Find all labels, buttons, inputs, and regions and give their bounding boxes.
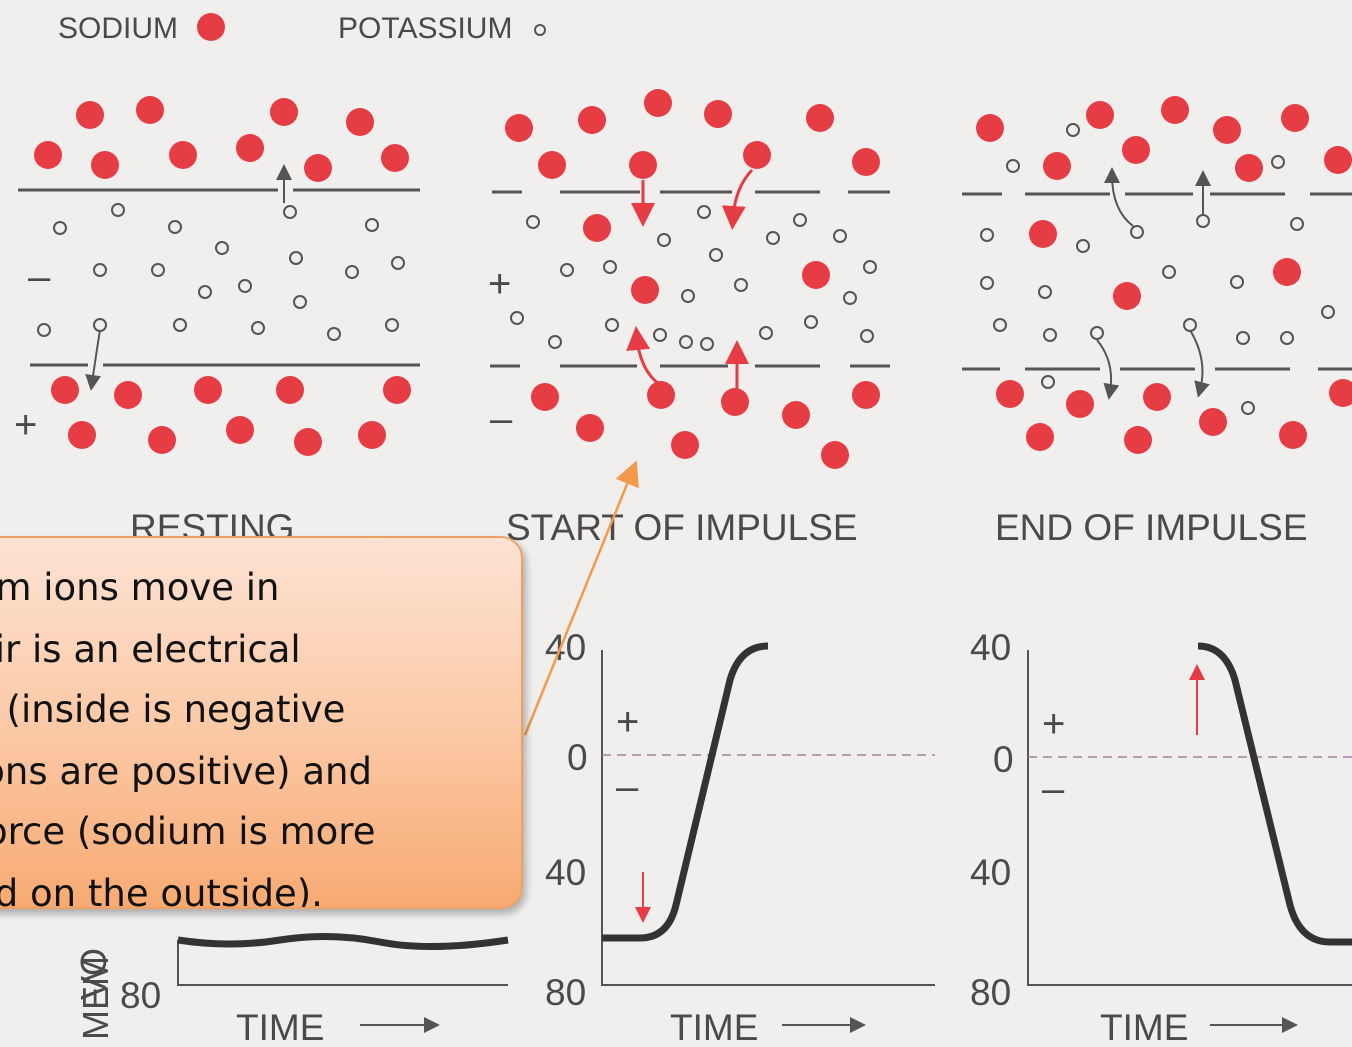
sign-outside: – xyxy=(490,397,513,441)
sodium-ions xyxy=(976,96,1352,454)
callout-pointer-arrow xyxy=(523,460,639,736)
panel-title-start: START OF IMPULSE xyxy=(506,507,858,548)
sodium-entry-arrow xyxy=(626,326,661,387)
callout-line: ions are positive) and xyxy=(0,750,372,793)
axis-label-time: TIME xyxy=(670,1007,758,1047)
sign-minus: – xyxy=(1042,767,1065,811)
sign-inside: – xyxy=(28,255,51,299)
legend-sodium-label: SODIUM xyxy=(58,12,178,45)
potential-curve xyxy=(602,642,769,942)
panel-end-of-impulse: END OF IMPULSE xyxy=(962,96,1352,548)
callout-line: um ions move in xyxy=(0,566,280,609)
sign-minus: – xyxy=(616,765,639,809)
potassium-exit-arrow xyxy=(1104,167,1134,227)
potassium-ions xyxy=(980,123,1335,415)
graph-axes xyxy=(177,940,508,986)
potential-curve xyxy=(1197,642,1352,946)
panel-title-end: END OF IMPULSE xyxy=(995,507,1308,548)
potassium-ions xyxy=(37,203,405,341)
axis-label-time: TIME xyxy=(1100,1007,1188,1047)
axis-label-voltage-fragment: VO xyxy=(73,948,114,1000)
callout-line: force (sodium is more xyxy=(0,810,376,853)
panel-resting: – + RESTING xyxy=(14,96,420,548)
panel-start-of-impulse: + – START OF IMPULSE xyxy=(488,89,890,548)
potential-curve xyxy=(177,932,509,951)
tick-label: 40 xyxy=(970,852,1011,893)
legend-potassium-icon xyxy=(534,24,546,36)
callout-box: um ions move in eir is an electrical e (… xyxy=(0,536,523,909)
tick-label: 0 xyxy=(993,739,1014,780)
sodium-ions xyxy=(34,96,411,456)
sign-plus: + xyxy=(616,700,639,744)
callout-line: eir is an electrical xyxy=(0,628,301,671)
callout-line: ed on the outside). xyxy=(0,872,323,909)
graph-axes xyxy=(1027,650,1352,986)
tick-label: 80 xyxy=(545,972,586,1013)
sodium-ions xyxy=(505,89,880,469)
graph-start: 40 0 40 80 + – TIME xyxy=(545,627,935,1047)
tick-label: 40 xyxy=(545,852,586,893)
tick-label: 0 xyxy=(567,737,588,778)
axis-label-time: TIME xyxy=(236,1007,324,1047)
legend-potassium-label: POTASSIUM xyxy=(338,12,512,45)
sign-plus: + xyxy=(1042,702,1065,746)
tick-label: 80 xyxy=(970,972,1011,1013)
sodium-entry-arrow xyxy=(721,168,754,230)
tick-label: 80 xyxy=(120,975,161,1016)
graph-end: 40 0 40 80 + – TIME xyxy=(970,627,1352,1047)
sign-inside: + xyxy=(488,262,511,306)
potassium-exit-arrow xyxy=(1189,329,1210,398)
potassium-exit-arrow xyxy=(85,329,102,391)
graph-resting: 80 TIME VO MEM xyxy=(73,932,509,1047)
tick-label: 40 xyxy=(970,627,1011,668)
potassium-exit-arrow xyxy=(1096,339,1120,400)
callout-line: e (inside is negative xyxy=(0,688,346,731)
sign-outside: + xyxy=(14,403,37,447)
potassium-ions xyxy=(510,205,877,351)
axis-label-membrane-fragment: MEM xyxy=(75,956,116,1040)
legend-sodium-icon xyxy=(197,13,225,41)
graph-axes xyxy=(601,650,935,986)
